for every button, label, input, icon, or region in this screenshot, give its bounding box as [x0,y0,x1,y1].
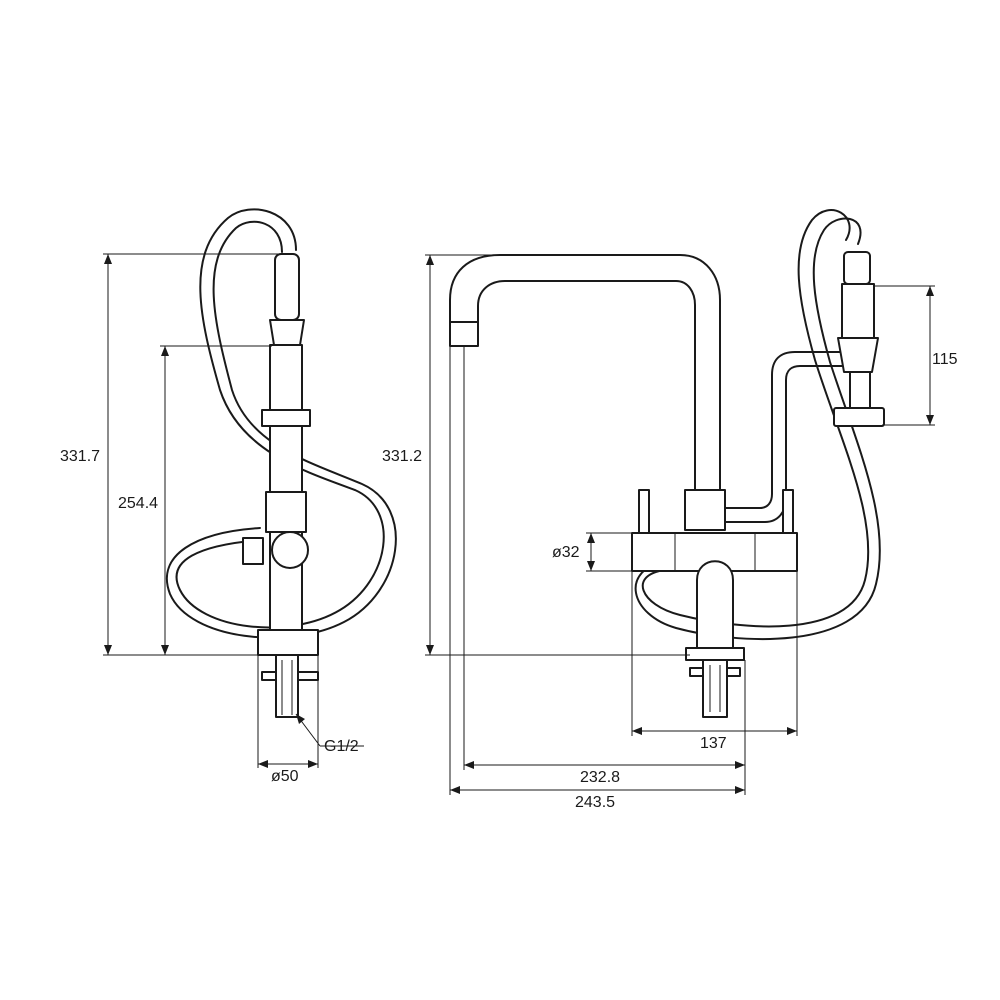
spray-head-cap [843,251,871,285]
front-hose-outer [641,209,870,628]
dim-side-thread: G1/2 [324,738,359,755]
pedestal [696,560,734,651]
spray-head-neck [849,371,871,409]
spout-inner [477,280,696,493]
dim-front-body-diameter: ø32 [552,544,580,561]
side-hose-outer [175,208,385,629]
spray-head-body [841,283,875,339]
side-spray-head [274,253,300,321]
side-handle-stub [261,409,311,427]
dim-spray-length: 115 [932,351,958,368]
dim-overall-width: 243.5 [575,794,615,811]
front-hose-inner [634,217,881,640]
dim-spout-reach: 232.8 [580,769,620,786]
spray-head-nozzle [833,407,885,427]
dim-side-base-diameter: ø50 [271,768,299,785]
front-base-plate [685,647,745,661]
spray-head-flare [837,337,879,373]
spout-outer [449,254,721,493]
dim-side-body-height: 254.4 [118,495,158,512]
spray-hose-lower [719,365,843,523]
left-handle [638,489,650,534]
side-hose-inner [165,220,397,639]
front-dimensions: 331.2 ø32 115 137 232.8 2 [382,254,958,811]
side-view [165,208,397,718]
side-base-plate [257,629,319,656]
side-hose-coupling [242,537,264,565]
side-valve-knob [271,531,309,569]
dim-handle-span: 137 [700,735,727,752]
side-body-column [269,344,303,631]
spout-aerator [449,321,479,347]
right-handle [782,489,794,534]
dim-front-total-height: 331.2 [382,448,422,465]
spray-hose-upper [719,351,843,509]
mixer-hub [684,489,726,531]
dim-side-total-height: 331.7 [60,448,100,465]
side-shank [275,654,299,718]
side-mixer-block [265,491,307,533]
side-spray-collar [269,319,305,346]
front-view [449,209,885,718]
side-dimensions: 331.7 254.4 G1/2 ø50 [60,253,364,785]
front-shank [702,659,728,718]
